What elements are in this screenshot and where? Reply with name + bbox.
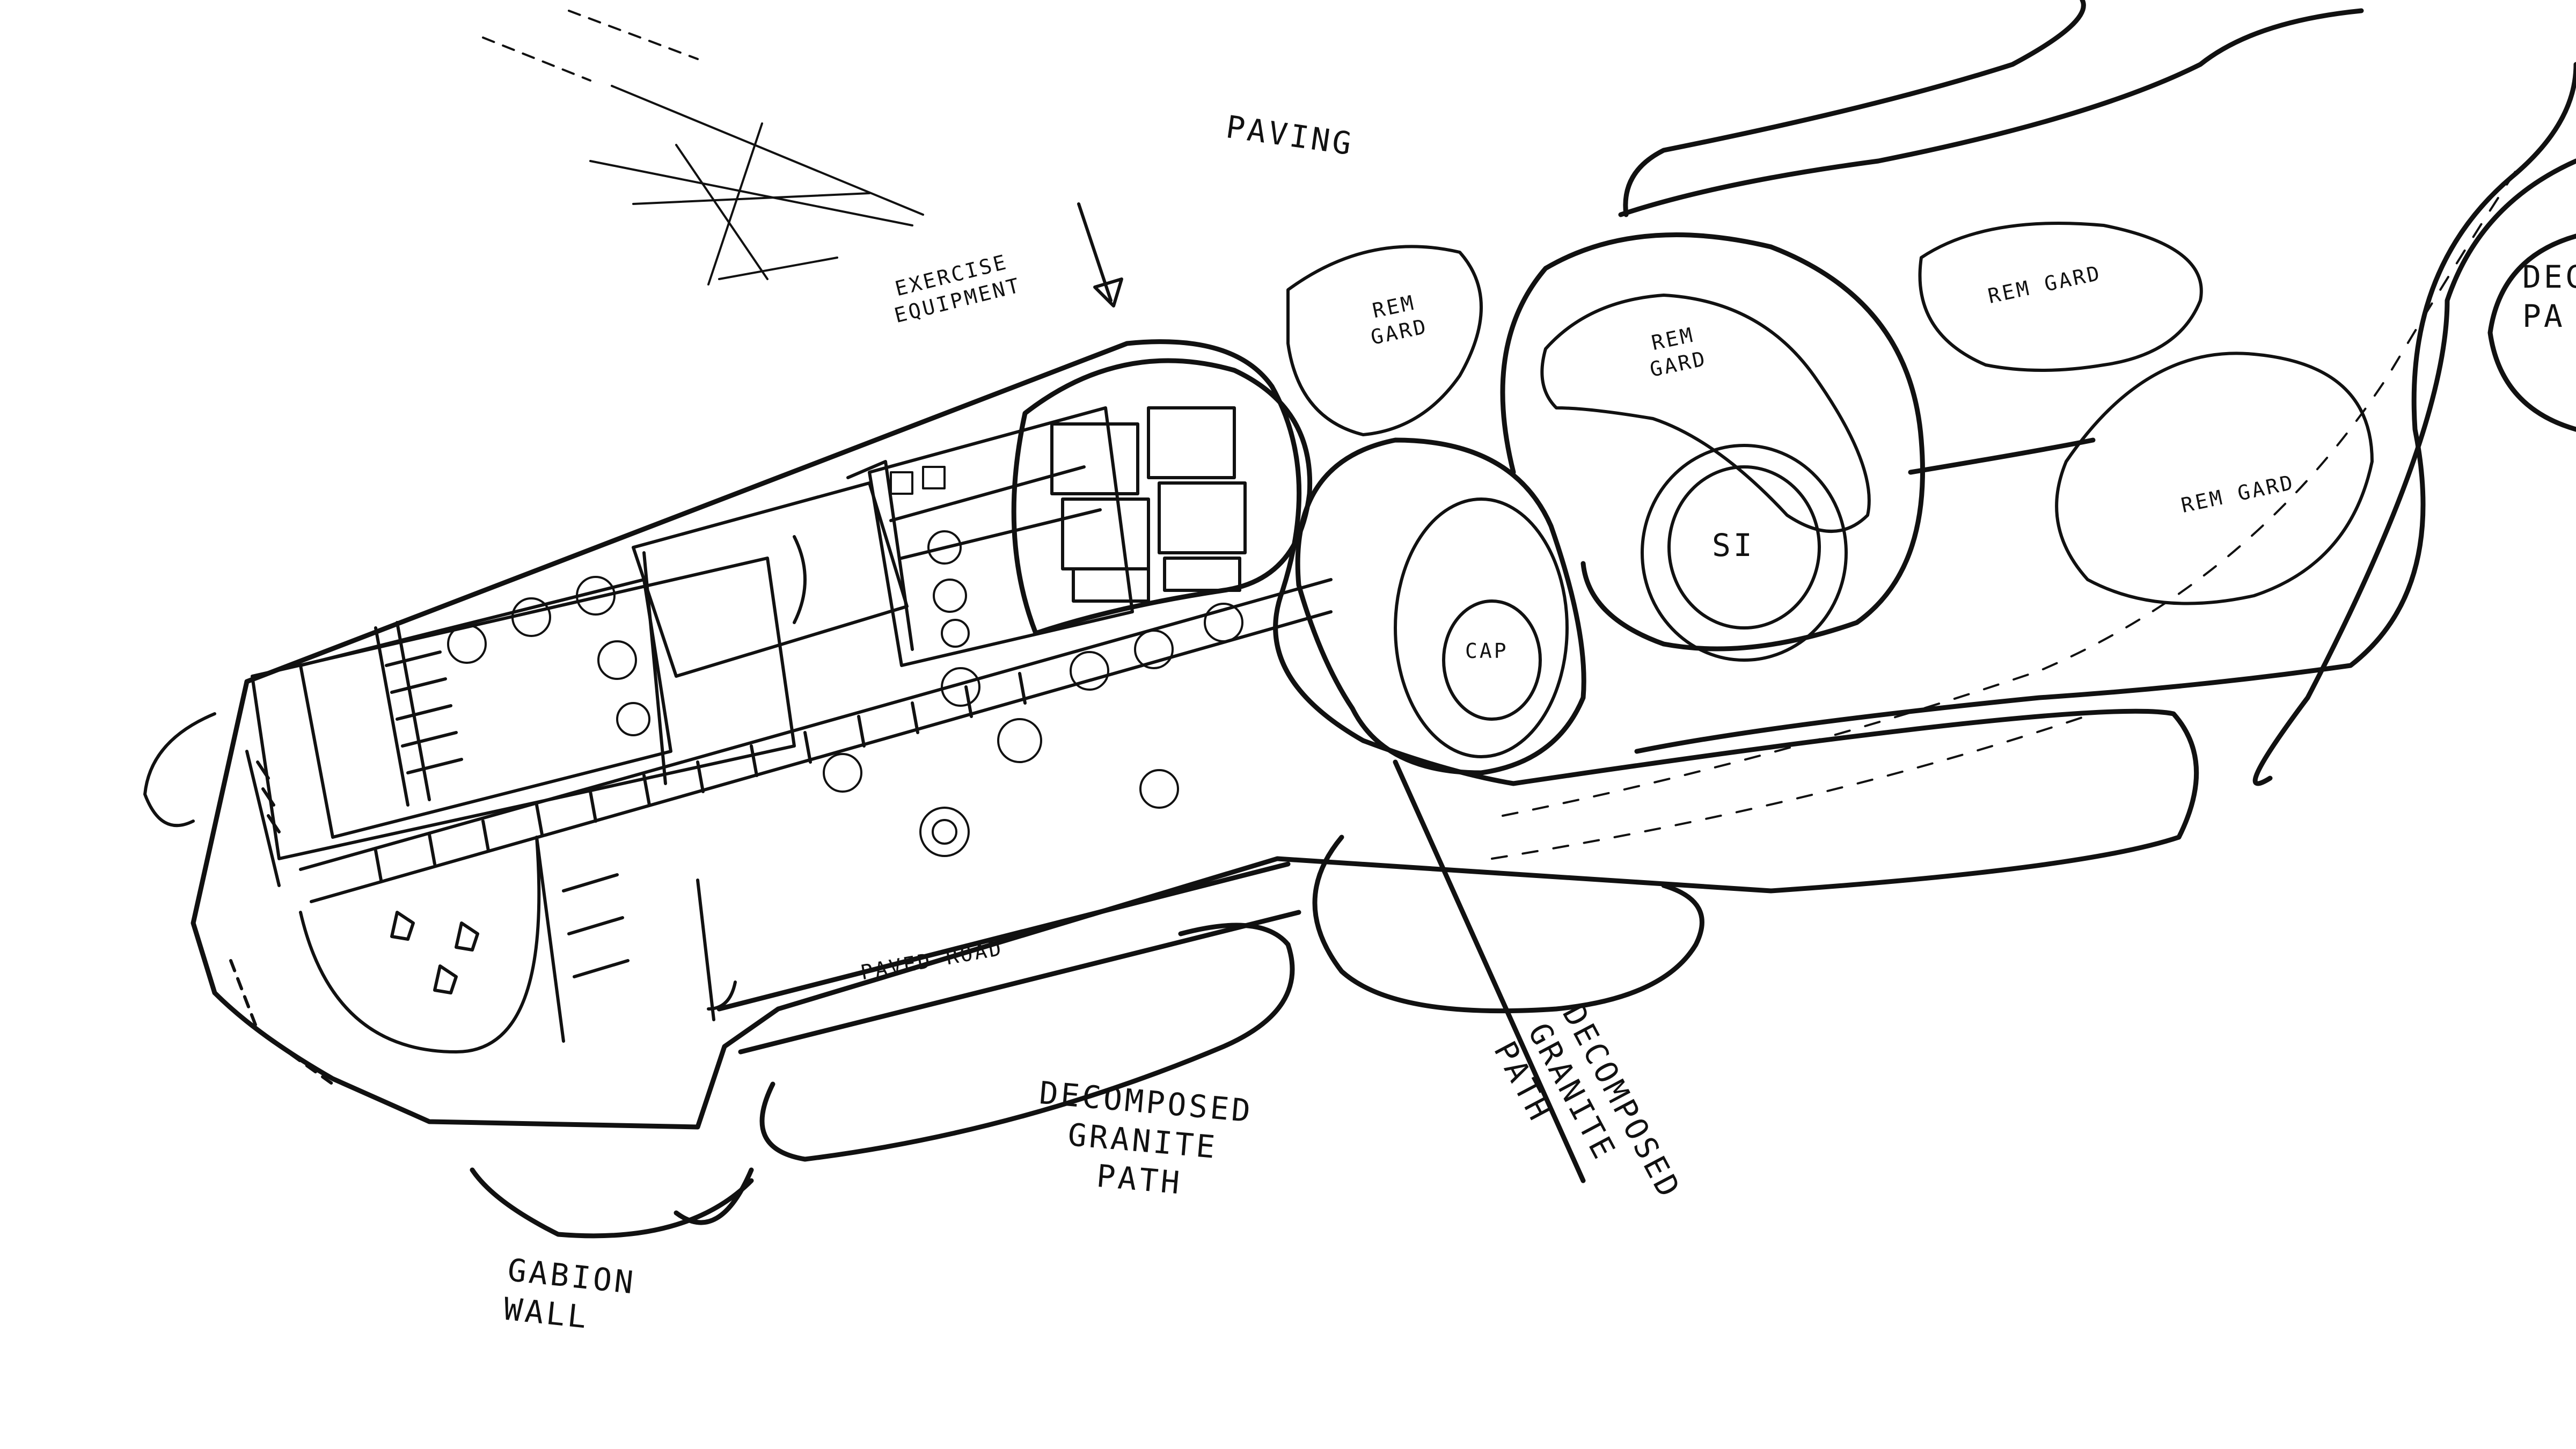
corner-scribble xyxy=(482,10,924,286)
label-dg-edge: DECO PA xyxy=(2522,258,2576,335)
ponds xyxy=(1394,444,1848,758)
label-dg-path-1: DECOMPOSED GRANITE PATH xyxy=(1031,1073,1255,1208)
dg-path-dashes xyxy=(1491,160,2523,860)
paving-grid xyxy=(1011,358,1313,636)
north-arrow-icon xyxy=(1077,202,1123,308)
lower-paths xyxy=(470,759,1586,1239)
label-gabion-wall: GABION WALL xyxy=(502,1250,638,1341)
exercise-equipment-icons xyxy=(890,466,970,648)
rem-garden-beds xyxy=(1286,222,2374,605)
lower-parking xyxy=(229,836,737,1086)
paved-road xyxy=(716,861,1301,1055)
label-dg-edge-line1: DECO xyxy=(2522,259,2576,295)
site-outline xyxy=(191,0,2576,1130)
walkway xyxy=(299,578,1333,903)
trees xyxy=(447,576,1243,857)
label-dg-edge-line2: PA xyxy=(2522,297,2565,334)
west-end-details xyxy=(143,712,281,887)
curved-paths xyxy=(1295,232,2096,775)
label-pond-small: CAP xyxy=(1465,639,1509,663)
building-zone xyxy=(251,406,1134,860)
label-pond: SI xyxy=(1712,527,1755,564)
